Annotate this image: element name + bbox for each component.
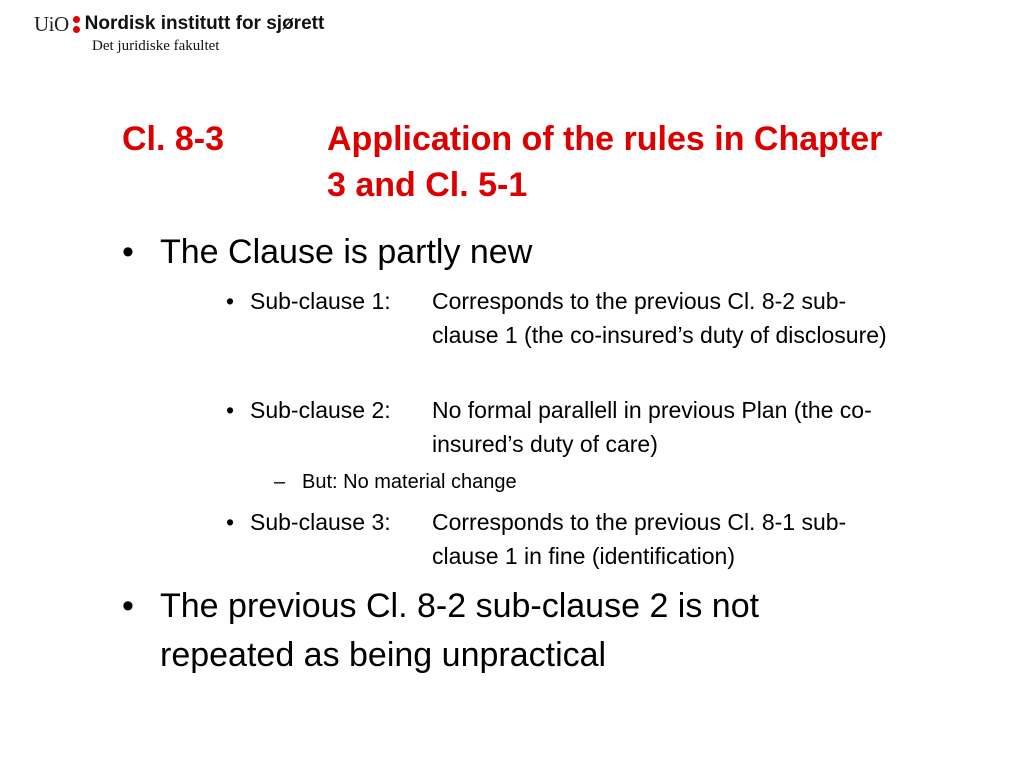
institute-name: Nordisk institutt for sjørett <box>84 13 325 34</box>
uio-logo: UiO Nordisk institutt for sjørett Det ju… <box>34 12 324 55</box>
bullet-mark: • <box>226 288 235 314</box>
subclause-label: Sub-clause 3: <box>250 509 391 535</box>
subclause-description: No formal parallell in previous Plan (th… <box>432 397 872 457</box>
uio-wordmark: UiO <box>34 11 69 36</box>
subclause-label: Sub-clause 2: <box>250 397 391 423</box>
subclause-description: Corresponds to the previous Cl. 8-2 sub-… <box>432 288 887 348</box>
subclause-label: Sub-clause 1: <box>250 288 391 314</box>
faculty-name: Det juridiske fakultet <box>92 38 220 54</box>
bullet-mark: • <box>226 397 235 423</box>
bullet-mark: • <box>122 587 134 625</box>
subclause-description: Corresponds to the previous Cl. 8-1 sub-… <box>432 509 847 569</box>
logo-top-line: UiO Nordisk institutt for sjørett <box>34 12 324 36</box>
title-text: Application of the rules in Chapter 3 an… <box>327 120 883 204</box>
bullet-text: The Clause is partly new <box>160 233 533 271</box>
bullet-mark: • <box>122 233 134 271</box>
clause-number: Cl. 8-3 <box>122 120 225 158</box>
uio-dots-icon <box>72 15 80 33</box>
note-text: But: No material change <box>302 471 517 493</box>
dash-mark: – <box>274 471 286 493</box>
bullet-text: The previous Cl. 8-2 sub-clause 2 is not… <box>160 587 760 674</box>
bullet-mark: • <box>226 509 235 535</box>
